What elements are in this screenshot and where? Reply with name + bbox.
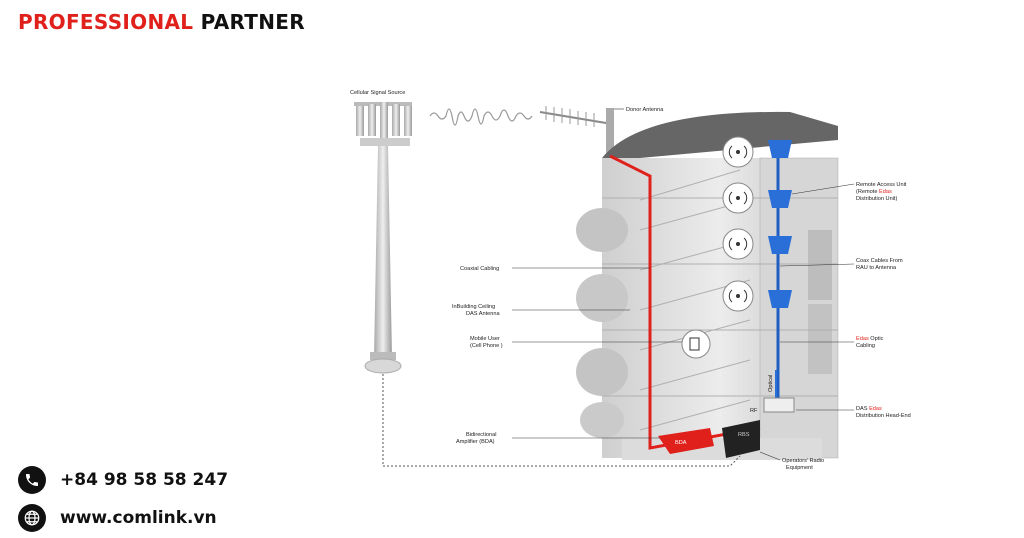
remote-access-unit — [768, 190, 792, 208]
label-mobile-user-2: (Cell Phone ) — [470, 343, 503, 349]
label-coax-rau-2: RAU to Antenna — [856, 265, 897, 271]
brand-word-professional: PROFESSIONAL — [18, 10, 194, 34]
label-rau-3: Distribution Unit) — [856, 196, 897, 202]
website-link[interactable]: www.comlink.vn — [60, 508, 217, 528]
das-antenna — [722, 228, 754, 260]
label-rbs: RBS — [738, 432, 750, 438]
cell-tower — [354, 102, 412, 374]
phone-contact[interactable]: +84 98 58 58 247 — [18, 466, 228, 494]
das-head-end — [763, 397, 795, 413]
label-headend-2: Distribution Head-End — [856, 413, 911, 419]
dotted-link — [382, 374, 741, 467]
brand-word-partner: PARTNER — [200, 10, 305, 34]
remote-access-unit — [768, 140, 792, 158]
label-mobile-user-1: Mobile User — [470, 336, 500, 342]
phone-icon — [18, 466, 46, 494]
label-bda-1: Bidirectional — [466, 432, 496, 438]
label-optic-2: Cabling — [856, 343, 875, 349]
label-inbuilding-antenna-1: InBuilding Ceiling — [452, 304, 495, 310]
label-headend-1b: Edas — [869, 406, 882, 412]
brand-title: PROFESSIONAL PARTNER — [18, 10, 305, 34]
label-bda-2: Amplifier (BDA) — [456, 439, 495, 445]
label-donor-antenna: Donor Antenna — [626, 107, 664, 113]
label-rau-2a: (Remote — [856, 189, 879, 195]
building — [576, 111, 839, 460]
label-rau-2: (Remote Edas — [856, 189, 892, 195]
signal-wave — [429, 108, 533, 126]
label-cellular-signal-source: Cellular Signal Source — [350, 90, 405, 96]
label-rf: RF — [750, 408, 758, 414]
donor-antenna — [539, 106, 614, 158]
das-antenna — [722, 280, 754, 312]
das-antenna — [722, 136, 754, 168]
das-system-diagram: Cellular Signal Source Donor Antenna — [350, 90, 911, 471]
website-contact[interactable]: www.comlink.vn — [18, 504, 217, 532]
phone-number[interactable]: +84 98 58 58 247 — [60, 470, 229, 490]
label-headend-1: DAS Edas — [856, 406, 882, 412]
mobile-user — [681, 329, 711, 359]
remote-access-unit — [768, 290, 792, 308]
label-optic-1: Edas Optic — [856, 336, 884, 342]
label-headend-1a: DAS — [856, 406, 869, 412]
label-coaxial-cabling: Coaxial Cabling — [460, 266, 499, 272]
remote-access-unit — [768, 236, 792, 254]
remote-access-unit-list — [768, 140, 792, 308]
label-operators-2: Equipment — [786, 465, 813, 471]
label-optic-1b: Optic — [869, 336, 884, 342]
rbs-unit — [722, 420, 760, 458]
label-inbuilding-antenna-2: DAS Antenna — [466, 311, 500, 317]
label-rau-1: Remote Access Unit — [856, 182, 907, 188]
das-antenna — [722, 182, 754, 214]
label-rau-2b: Edas — [879, 189, 892, 195]
label-optical: Optical — [768, 375, 774, 392]
bda-unit — [658, 428, 714, 454]
label-optic-1a: Edas — [856, 336, 869, 342]
label-coax-rau-1: Coax Cables From — [856, 258, 903, 264]
das-antenna-list — [722, 136, 754, 312]
globe-icon — [18, 504, 46, 532]
label-operators-1: Operators’ Radio — [782, 458, 824, 464]
label-bda-box: BDA — [675, 440, 687, 446]
